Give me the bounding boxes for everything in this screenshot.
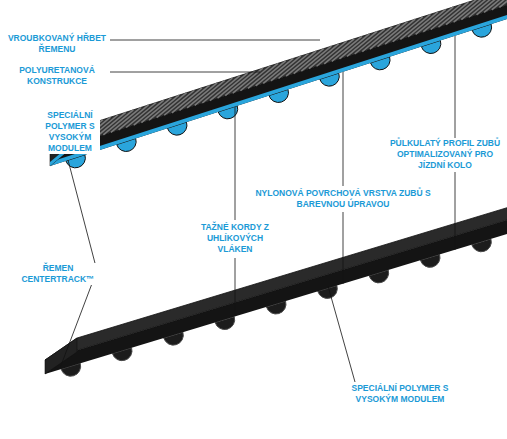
belt-rib [492,0,507,10]
leader-line [455,36,456,138]
leader-line [343,72,344,186]
leader-line [455,172,456,250]
belt-top-face [50,0,507,152]
leader-line [235,258,236,316]
belt-top-face [45,198,507,360]
leader-line [343,212,344,284]
leader-line [60,273,96,368]
belt-rib [499,0,507,7]
callout-label: SPECIÁLNÍ POLYMER S VYSOKÝM MODULEM [40,110,100,154]
leader-line [235,107,236,220]
callout-label: SPECIÁLNÍ POLYMER S VYSOKÝM MODULEM [338,383,462,405]
callout-label: VROUBKOVANÝ HŘBET ŘEMENU [4,33,110,55]
leader-line [68,160,96,267]
lower-belt [45,198,507,376]
leader-line [108,40,320,41]
belt-side-face [45,220,507,374]
leader-line [328,286,355,382]
leader-line [108,72,260,73]
callout-label: TAŽNÉ KORDY Z UHLÍKOVÝCH VLÁKEN [198,222,272,255]
callout-label: PŮLKULATÝ PROFIL ZUBŮ OPTIMALIZOVANÝ PRO… [385,138,505,171]
belt-end-face [45,338,77,374]
callout-label: NYLONOVÁ POVRCHOVÁ VRSTVA ZUBŮ S BAREVNO… [255,188,431,210]
belt-rib [446,0,476,25]
belt-rib [454,0,484,22]
callout-label: POLYURETANOVÁ KONSTRUKCE [4,65,110,87]
callout-label: ŘEMEN CENTERTRACK™ [18,263,98,285]
